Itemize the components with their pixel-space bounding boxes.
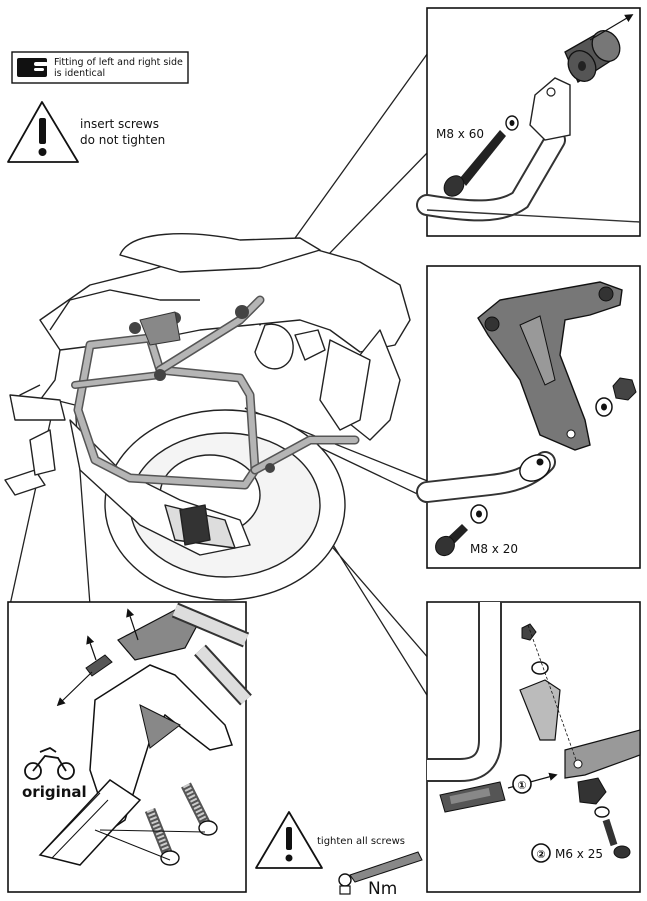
step-2-marker: ② (536, 848, 545, 861)
side-carrier-rack (71, 295, 360, 490)
torque-label: Nm (368, 879, 397, 899)
screw-m8x60 (443, 130, 506, 197)
detail-panel-bottom-right: ① ② M6 x 25 (426, 601, 641, 893)
original-label: original (22, 783, 87, 801)
warning-line-1: insert screws (80, 117, 159, 131)
screw-label-m8x60: M8 x 60 (436, 127, 484, 141)
motorcycle-icon (24, 746, 75, 780)
screw-label-m8x20: M8 x 20 (470, 542, 518, 556)
warning-insert-screws: insert screws do not tighten (7, 101, 165, 163)
warning-tighten-screws: tighten all screws Nm (255, 811, 423, 899)
note-line-2: is identical (54, 68, 105, 79)
warning-line-2: do not tighten (80, 133, 165, 147)
pointing-hand-icon (17, 58, 48, 77)
tighten-label: tighten all screws (317, 836, 405, 847)
spacer-cylinder (564, 30, 621, 83)
detail-panel-bottom-left: original (7, 601, 252, 893)
exclamation-triangle-icon (285, 827, 293, 862)
torque-wrench-icon (338, 851, 423, 895)
screw-m8x20 (435, 524, 468, 557)
screw-label-m6x25: M6 x 25 (555, 847, 603, 861)
detail-panel-middle: M8 x 20 (416, 265, 641, 569)
note-box: Fitting of left and right side is identi… (11, 51, 189, 84)
exclamation-triangle-icon (38, 118, 47, 156)
note-line-1: Fitting of left and right side (54, 57, 183, 68)
detail-panel-top: M8 x 60 (416, 7, 641, 237)
step-1-marker: ① (517, 779, 526, 792)
